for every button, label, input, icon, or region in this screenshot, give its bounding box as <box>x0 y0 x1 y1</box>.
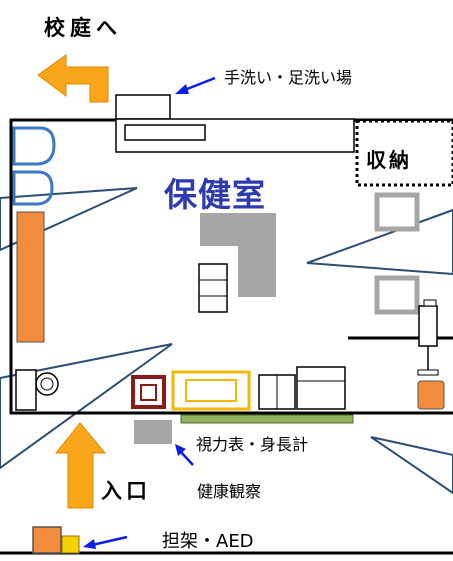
left-cabinet <box>15 369 37 411</box>
pointer-arrow-observe <box>175 444 194 466</box>
dark-red-inner <box>140 384 157 401</box>
entrance-arrow <box>54 422 107 509</box>
right-orange-box <box>417 380 445 410</box>
drawer-unit <box>198 263 228 313</box>
health-observation-label: 健康観察 <box>197 482 262 501</box>
vision-chart-strip <box>180 414 354 424</box>
white-cabinet-2 <box>296 366 346 410</box>
scale-top <box>423 299 437 307</box>
right-frame-upper <box>374 192 420 232</box>
entrance-label: 入口 <box>101 479 151 503</box>
aed-box <box>61 535 80 554</box>
room-title: 保健室 <box>164 175 266 214</box>
right-frame-lower <box>374 275 420 315</box>
storage-label: 収納 <box>366 148 412 172</box>
to-yard-arrow <box>37 54 109 103</box>
chair-outline-lower <box>12 170 54 206</box>
wash-area-label: 手洗い・足洗い場 <box>224 68 353 87</box>
sink-basin <box>124 124 206 141</box>
chair-outline <box>12 126 56 166</box>
yellow-cabinet-inner <box>185 379 237 402</box>
health-observation-box <box>134 420 172 444</box>
scale-body <box>418 305 438 347</box>
sink-left-inner <box>40 377 54 391</box>
vision-chart-label: 視力表・身長計 <box>196 435 309 454</box>
to-yard-label: 校庭へ <box>44 16 122 40</box>
desk-vertical <box>238 213 276 297</box>
stretcher-aed-label: 担架・AED <box>162 531 254 552</box>
storage-box <box>355 119 453 187</box>
stretcher-box <box>32 526 62 554</box>
bed-left <box>16 211 45 343</box>
sink-box <box>115 94 171 120</box>
callout-tail-bottom-right <box>370 436 453 495</box>
scale-base <box>417 369 439 376</box>
pointer-arrow-stretcher <box>83 535 128 549</box>
pointer-arrow-wash <box>175 76 216 94</box>
